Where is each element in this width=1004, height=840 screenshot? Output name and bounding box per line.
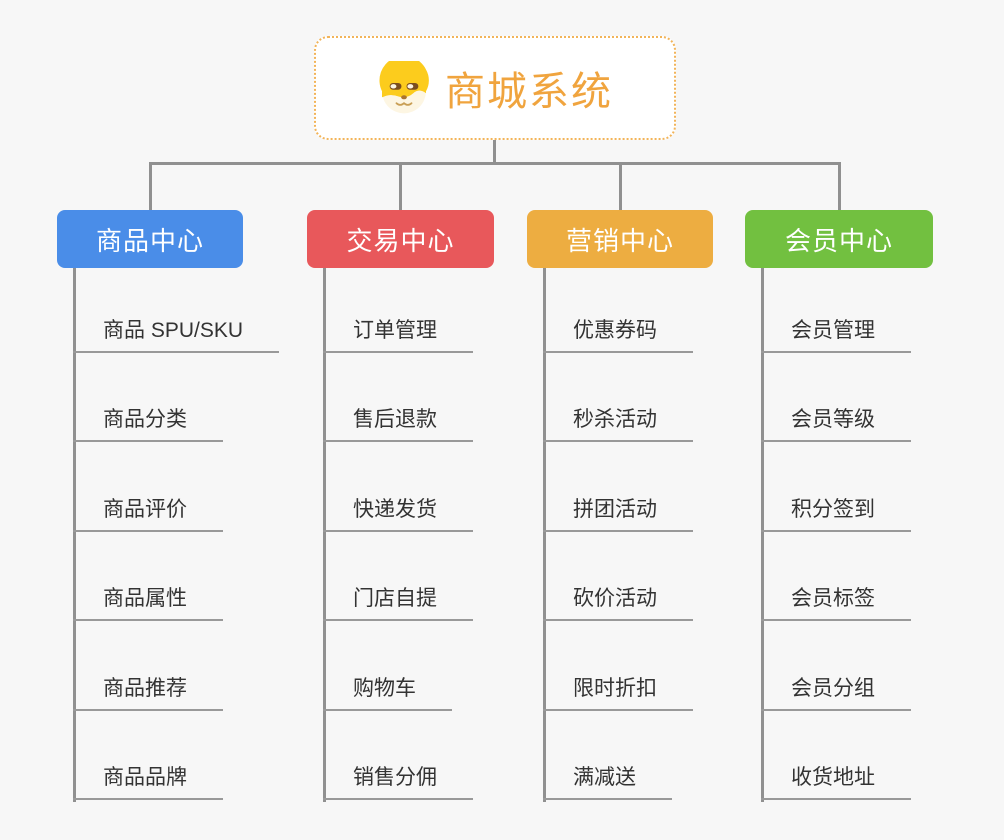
child-node[interactable]: 积分签到	[761, 496, 911, 532]
root-title: 商城系统	[445, 70, 613, 114]
branch-trunk-line	[323, 268, 326, 802]
branch-trunk-line	[761, 268, 764, 802]
child-node[interactable]: 会员等级	[761, 406, 911, 443]
child-node[interactable]: 快递发货	[323, 496, 473, 532]
branch-trunk-line	[543, 268, 546, 802]
child-node[interactable]: 会员管理	[761, 317, 911, 353]
child-node[interactable]: 商品品牌	[73, 764, 223, 800]
child-node[interactable]: 售后退款	[323, 406, 473, 443]
child-node[interactable]: 限时折扣	[543, 675, 693, 711]
branch-node[interactable]: 会员中心	[745, 210, 933, 268]
child-node[interactable]: 秒杀活动	[543, 406, 693, 443]
child-node[interactable]: 商品属性	[73, 585, 223, 622]
branch-node[interactable]: 商品中心	[57, 210, 243, 268]
child-node[interactable]: 满减送	[543, 764, 672, 800]
branch-drop-line-3	[837, 162, 841, 210]
child-node[interactable]: 砍价活动	[543, 585, 693, 622]
child-node[interactable]: 优惠券码	[543, 317, 693, 353]
branch-drop-line-1	[399, 162, 402, 210]
root-node[interactable]: 商城系统	[314, 36, 676, 140]
child-node[interactable]: 商品评价	[73, 496, 223, 532]
child-node[interactable]: 拼团活动	[543, 496, 693, 532]
child-node[interactable]: 门店自提	[323, 585, 473, 622]
child-node[interactable]: 商品推荐	[73, 675, 223, 711]
child-node[interactable]: 商品 SPU/SKU	[73, 317, 280, 353]
branch-drop-line-2	[618, 162, 622, 210]
child-node[interactable]: 会员分组	[761, 675, 911, 711]
child-node[interactable]: 商品分类	[73, 406, 223, 443]
child-node[interactable]: 销售分佣	[323, 764, 473, 800]
branch-node[interactable]: 营销中心	[527, 210, 713, 268]
branch-trunk-line	[73, 268, 76, 802]
child-node[interactable]: 订单管理	[323, 317, 473, 353]
root-trunk-line	[492, 140, 496, 165]
horizontal-connector-line	[148, 162, 841, 165]
branch-drop-line-0	[148, 162, 152, 210]
child-node[interactable]: 收货地址	[761, 764, 911, 800]
child-node[interactable]: 购物车	[323, 675, 452, 711]
doge-icon	[379, 61, 429, 114]
child-node[interactable]: 会员标签	[761, 585, 911, 622]
branch-node[interactable]: 交易中心	[307, 210, 494, 268]
